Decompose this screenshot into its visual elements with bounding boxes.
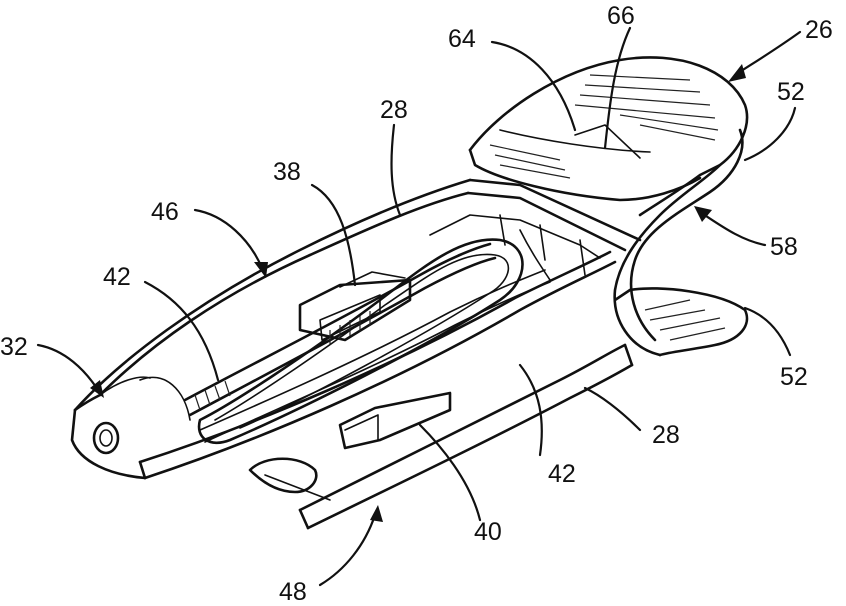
label-48: 48 [279,578,307,606]
label-52-top: 52 [777,78,805,106]
spring-clip-26 [470,57,747,355]
label-64: 64 [448,25,476,53]
label-58: 58 [770,233,798,261]
label-32: 32 [0,333,28,361]
label-40: 40 [474,518,502,546]
label-42-bottom: 42 [548,460,576,488]
label-66: 66 [607,2,635,30]
label-28-top: 28 [380,96,408,124]
label-42-left: 42 [103,263,131,291]
label-28-bottom: 28 [652,421,680,449]
lower-rail-48 [250,345,632,528]
label-52-bottom: 52 [780,363,808,391]
label-46: 46 [151,198,179,226]
label-26: 26 [805,16,833,44]
label-38: 38 [273,158,301,186]
